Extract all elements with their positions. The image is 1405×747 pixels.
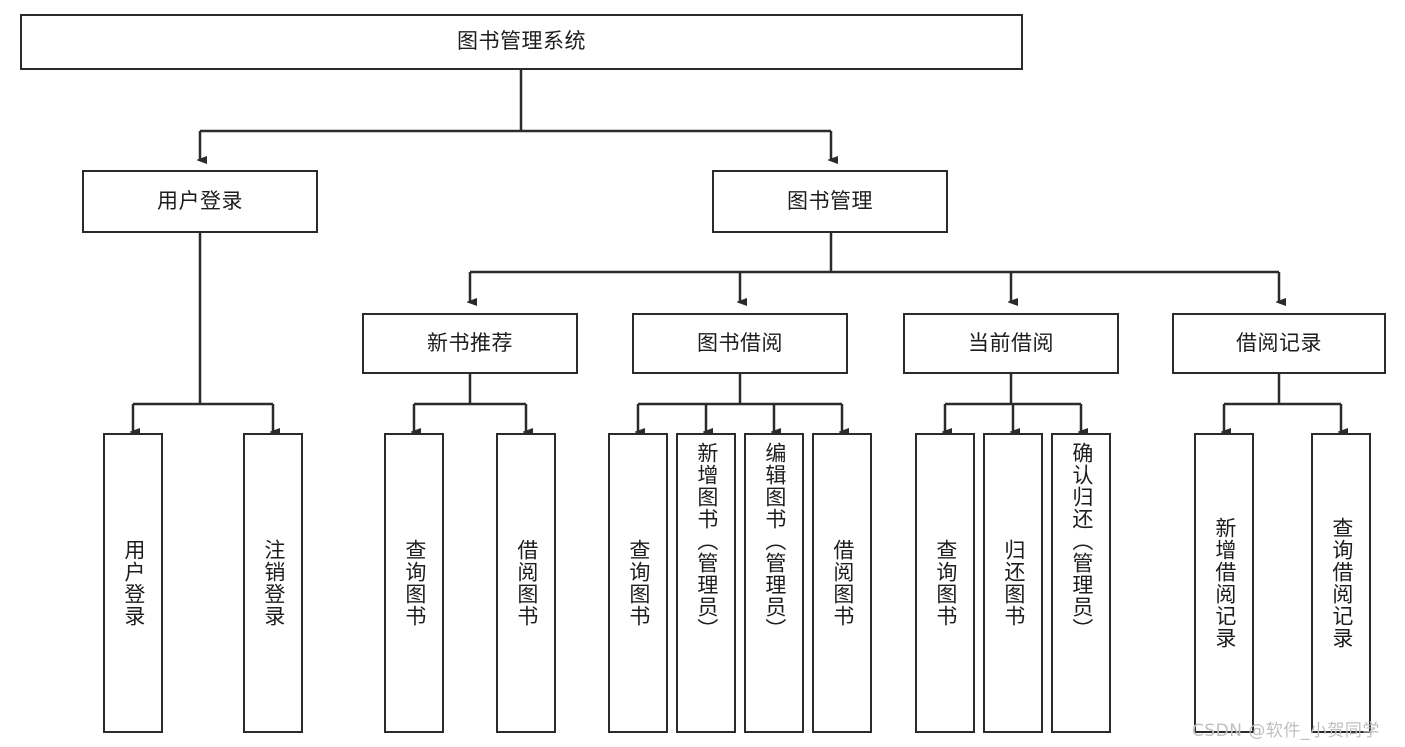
node-label: 用户登录 <box>157 188 243 213</box>
node-new-book-recommend[interactable]: 新书推荐 <box>362 313 578 374</box>
leaf-recommend-query-book[interactable]: 查询图书 <box>384 433 444 733</box>
leaf-label: 查询图书 <box>933 539 958 627</box>
node-borrow-records[interactable]: 借阅记录 <box>1172 313 1386 374</box>
node-user-login[interactable]: 用户登录 <box>82 170 318 233</box>
leaf-current-return-book[interactable]: 归还图书 <box>983 433 1043 733</box>
node-book-borrow[interactable]: 图书借阅 <box>632 313 848 374</box>
leaf-label: 确认归还（管理员） <box>1069 442 1094 640</box>
leaf-label: 用户登录 <box>121 539 146 627</box>
leaf-label: 归还图书 <box>1001 539 1026 627</box>
leaf-label: 新增借阅记录 <box>1212 517 1237 649</box>
leaf-user-login-signin[interactable]: 用户登录 <box>103 433 163 733</box>
node-book-management[interactable]: 图书管理 <box>712 170 948 233</box>
leaf-user-login-signout[interactable]: 注销登录 <box>243 433 303 733</box>
leaf-current-query-book[interactable]: 查询图书 <box>915 433 975 733</box>
leaf-records-query-record[interactable]: 查询借阅记录 <box>1311 433 1371 733</box>
node-label: 借阅记录 <box>1236 330 1322 355</box>
leaf-borrow-edit-book-admin[interactable]: 编辑图书（管理员） <box>744 433 804 733</box>
leaf-current-confirm-return-admin[interactable]: 确认归还（管理员） <box>1051 433 1111 733</box>
leaf-records-add-record[interactable]: 新增借阅记录 <box>1194 433 1254 733</box>
leaf-label: 借阅图书 <box>830 539 855 627</box>
leaf-label: 注销登录 <box>261 539 286 627</box>
node-current-borrow[interactable]: 当前借阅 <box>903 313 1119 374</box>
leaf-label: 查询图书 <box>402 539 427 627</box>
node-root-system[interactable]: 图书管理系统 <box>20 14 1023 70</box>
node-label: 新书推荐 <box>427 330 513 355</box>
node-label: 图书管理系统 <box>457 29 586 54</box>
leaf-borrow-borrow-book[interactable]: 借阅图书 <box>812 433 872 733</box>
leaf-label: 编辑图书（管理员） <box>762 442 787 640</box>
node-label: 当前借阅 <box>968 330 1054 355</box>
leaf-label: 查询借阅记录 <box>1329 517 1354 649</box>
leaf-label: 借阅图书 <box>514 539 539 627</box>
node-label: 图书借阅 <box>697 330 783 355</box>
leaf-label: 新增图书（管理员） <box>694 442 719 640</box>
leaf-borrow-add-book-admin[interactable]: 新增图书（管理员） <box>676 433 736 733</box>
csdn-watermark: CSDN @软件_小贺同学 <box>1192 721 1380 741</box>
leaf-label: 查询图书 <box>626 539 651 627</box>
node-label: 图书管理 <box>787 188 873 213</box>
leaf-recommend-borrow-book[interactable]: 借阅图书 <box>496 433 556 733</box>
leaf-borrow-query-book[interactable]: 查询图书 <box>608 433 668 733</box>
